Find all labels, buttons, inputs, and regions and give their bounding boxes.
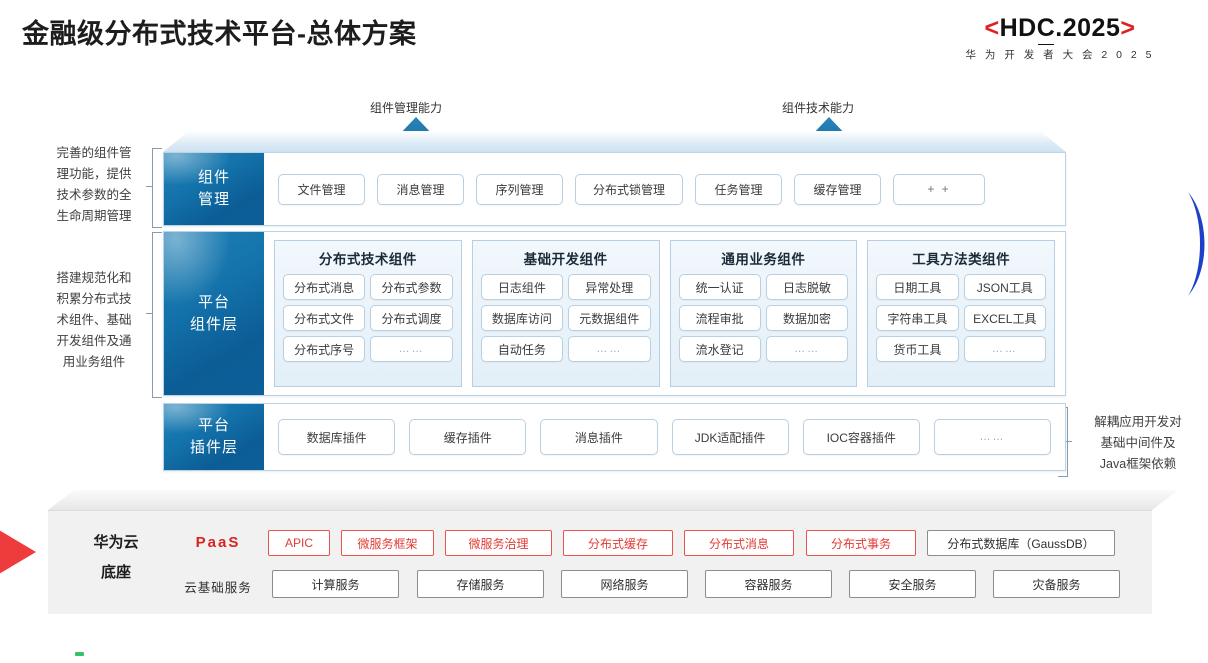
chip-file-management[interactable]: 文件管理 [278,173,365,205]
cloud-chip-compute-service[interactable]: 计算服务 [272,570,399,598]
component-management-layer-tab: 组件 管理 [164,153,264,225]
bracket-left-top [152,148,162,228]
bracket-left-top-tick [146,186,153,188]
chip-transaction-record[interactable]: 流水登记 [678,336,761,362]
chip-data-encryption[interactable]: 数据加密 [765,305,849,331]
paas-chip-microservice-governance[interactable]: 微服务治理 [445,530,552,556]
chip-cache-management[interactable]: 缓存管理 [794,173,881,205]
red-wedge-decor-icon [0,500,56,604]
chip-message-management[interactable]: 消息管理 [377,173,464,205]
base-label-line1: 华为云 [93,534,139,551]
chip-unified-auth[interactable]: 统一认证 [678,274,761,300]
layer-stack-top-bevel [163,131,1066,152]
paas-chip-distributed-transaction[interactable]: 分布式事务 [806,530,916,556]
chip-auto-task[interactable]: 自动任务 [480,336,564,362]
chip-distributed-sequence[interactable]: 分布式序号 [283,336,366,362]
chip-more-distributed-tech[interactable]: …… [370,336,453,362]
hdc-text-pre: HD [999,14,1037,42]
chip-more-utility[interactable]: …… [963,336,1046,362]
hdc-logo-subtitle: 华 为 开 发 者 大 会 2 0 2 5 [965,49,1155,61]
group-title: 工具方法类组件 [912,252,1011,267]
paas-chip-distributed-database[interactable]: 分布式数据库（GaussDB） [927,530,1115,556]
huawei-cloud-base [48,510,1152,614]
chip-distributed-lock-management[interactable]: 分布式锁管理 [575,173,683,205]
chip-distributed-file[interactable]: 分布式文件 [283,305,366,331]
platform-plugin-layer-tab: 平台 插件层 [164,404,264,470]
bracket-left-mid-tick [146,313,153,315]
group-title: 分布式技术组件 [318,252,417,267]
bracket-left-icon: < [984,14,1000,42]
bracket-right-icon: > [1120,14,1136,42]
bracket-right-tick [1065,441,1072,443]
component-management-layer: 组件 管理 文件管理 消息管理 序列管理 分布式锁管理 任务管理 缓存管理 + … [163,152,1066,226]
chip-log-component[interactable]: 日志组件 [480,274,564,300]
hdc-logo: <HDC.2025> 华 为 开 发 者 大 会 2 0 2 5 [930,14,1190,62]
side-note-platform-components: 搭建规范化和 积累分布式技 术组件、基础 开发组件及通 用业务组件 [56,271,132,369]
chip-ioc-container-plugin[interactable]: IOC容器插件 [802,419,920,455]
chip-metadata-component[interactable]: 元数据组件 [568,305,651,331]
huawei-cloud-base-bevel [48,490,1178,510]
chip-string-utility[interactable]: 字符串工具 [876,305,959,331]
cloud-chip-container-service[interactable]: 容器服务 [705,570,832,598]
cloud-chip-security-service[interactable]: 安全服务 [849,570,976,598]
chip-log-masking[interactable]: 日志脱敏 [765,274,849,300]
group-common-business-components: 通用业务组件 统一认证 日志脱敏 流程审批 数据加密 流水登记 …… [669,240,858,387]
page-title: 金融级分布式技术平台-总体方案 [22,19,417,49]
chip-more-plugins[interactable]: …… [933,419,1052,455]
chip-process-approval[interactable]: 流程审批 [678,305,761,331]
chip-cache-plugin[interactable]: 缓存插件 [409,419,527,455]
arrow-label-component-technology: 组件技术能力 [782,101,855,115]
chip-distributed-parameter[interactable]: 分布式参数 [370,274,453,300]
chip-exception-handling[interactable]: 异常处理 [568,274,651,300]
bracket-left-mid [152,232,162,398]
green-marker-decor-icon [75,652,84,656]
hdc-text-post: .2025 [1055,14,1121,42]
chip-message-plugin[interactable]: 消息插件 [540,419,658,455]
chip-distributed-message[interactable]: 分布式消息 [283,274,366,300]
group-utility-components: 工具方法类组件 日期工具 JSON工具 字符串工具 EXCEL工具 货币工具 …… [867,240,1055,387]
side-note-decoupling: 解耦应用开发对 基础中间件及 Java框架依赖 [1094,415,1182,471]
platform-plugin-layer: 平台 插件层 数据库插件 缓存插件 消息插件 JDK适配插件 IOC容器插件 …… [163,403,1066,471]
chip-json-utility[interactable]: JSON工具 [963,274,1046,300]
cloud-chip-storage-service[interactable]: 存储服务 [417,570,544,598]
chip-currency-utility[interactable]: 货币工具 [876,336,959,362]
group-title: 通用业务组件 [721,252,806,267]
chip-sequence-management[interactable]: 序列管理 [476,173,563,205]
blue-lens-decor-icon [1184,190,1208,298]
cloud-base-service-label: 云基础服务 [184,581,252,595]
paas-chip-distributed-message[interactable]: 分布式消息 [684,530,794,556]
cloud-chip-dr-service[interactable]: 灾备服务 [993,570,1120,598]
paas-chip-distributed-cache[interactable]: 分布式缓存 [563,530,673,556]
hdc-logo-text: <HDC.2025> [930,14,1190,45]
chip-distributed-schedule[interactable]: 分布式调度 [370,305,453,331]
paas-chip-microservice-framework[interactable]: 微服务框架 [341,530,434,556]
chip-date-utility[interactable]: 日期工具 [876,274,959,300]
group-title: 基础开发组件 [523,252,608,267]
cloud-chip-network-service[interactable]: 网络服务 [561,570,688,598]
base-label-line2: 底座 [100,564,131,581]
side-note-component-management: 完善的组件管 理功能，提供 技术参数的全 生命周期管理 [56,146,132,223]
chip-more-basic-dev[interactable]: …… [568,336,651,362]
platform-component-layer: 平台 组件层 分布式技术组件 分布式消息 分布式参数 分布式文件 分布式调度 分… [163,231,1066,396]
chip-more-component-management[interactable]: + + [893,173,985,205]
component-management-chips: 文件管理 消息管理 序列管理 分布式锁管理 任务管理 缓存管理 + + [264,153,1065,225]
paas-label: PaaS [195,534,241,551]
platform-component-groups: 分布式技术组件 分布式消息 分布式参数 分布式文件 分布式调度 分布式序号 ……… [264,232,1065,395]
paas-chip-apic[interactable]: APIC [268,530,330,556]
chip-database-access[interactable]: 数据库访问 [480,305,564,331]
group-basic-dev-components: 基础开发组件 日志组件 异常处理 数据库访问 元数据组件 自动任务 …… [471,240,660,387]
chip-task-management[interactable]: 任务管理 [695,173,782,205]
chip-more-common-business[interactable]: …… [765,336,849,362]
platform-plugin-chips: 数据库插件 缓存插件 消息插件 JDK适配插件 IOC容器插件 …… [264,404,1065,470]
chip-database-plugin[interactable]: 数据库插件 [278,419,396,455]
platform-component-layer-tab: 平台 组件层 [164,232,264,395]
huawei-cloud-base-label: 华为云 底座 [70,528,162,588]
chip-jdk-adapter-plugin[interactable]: JDK适配插件 [671,419,789,455]
chip-excel-utility[interactable]: EXCEL工具 [963,305,1046,331]
arrow-label-component-management: 组件管理能力 [370,101,443,115]
hdc-text-c: C [1036,14,1056,45]
group-distributed-tech-components: 分布式技术组件 分布式消息 分布式参数 分布式文件 分布式调度 分布式序号 …… [274,240,462,387]
